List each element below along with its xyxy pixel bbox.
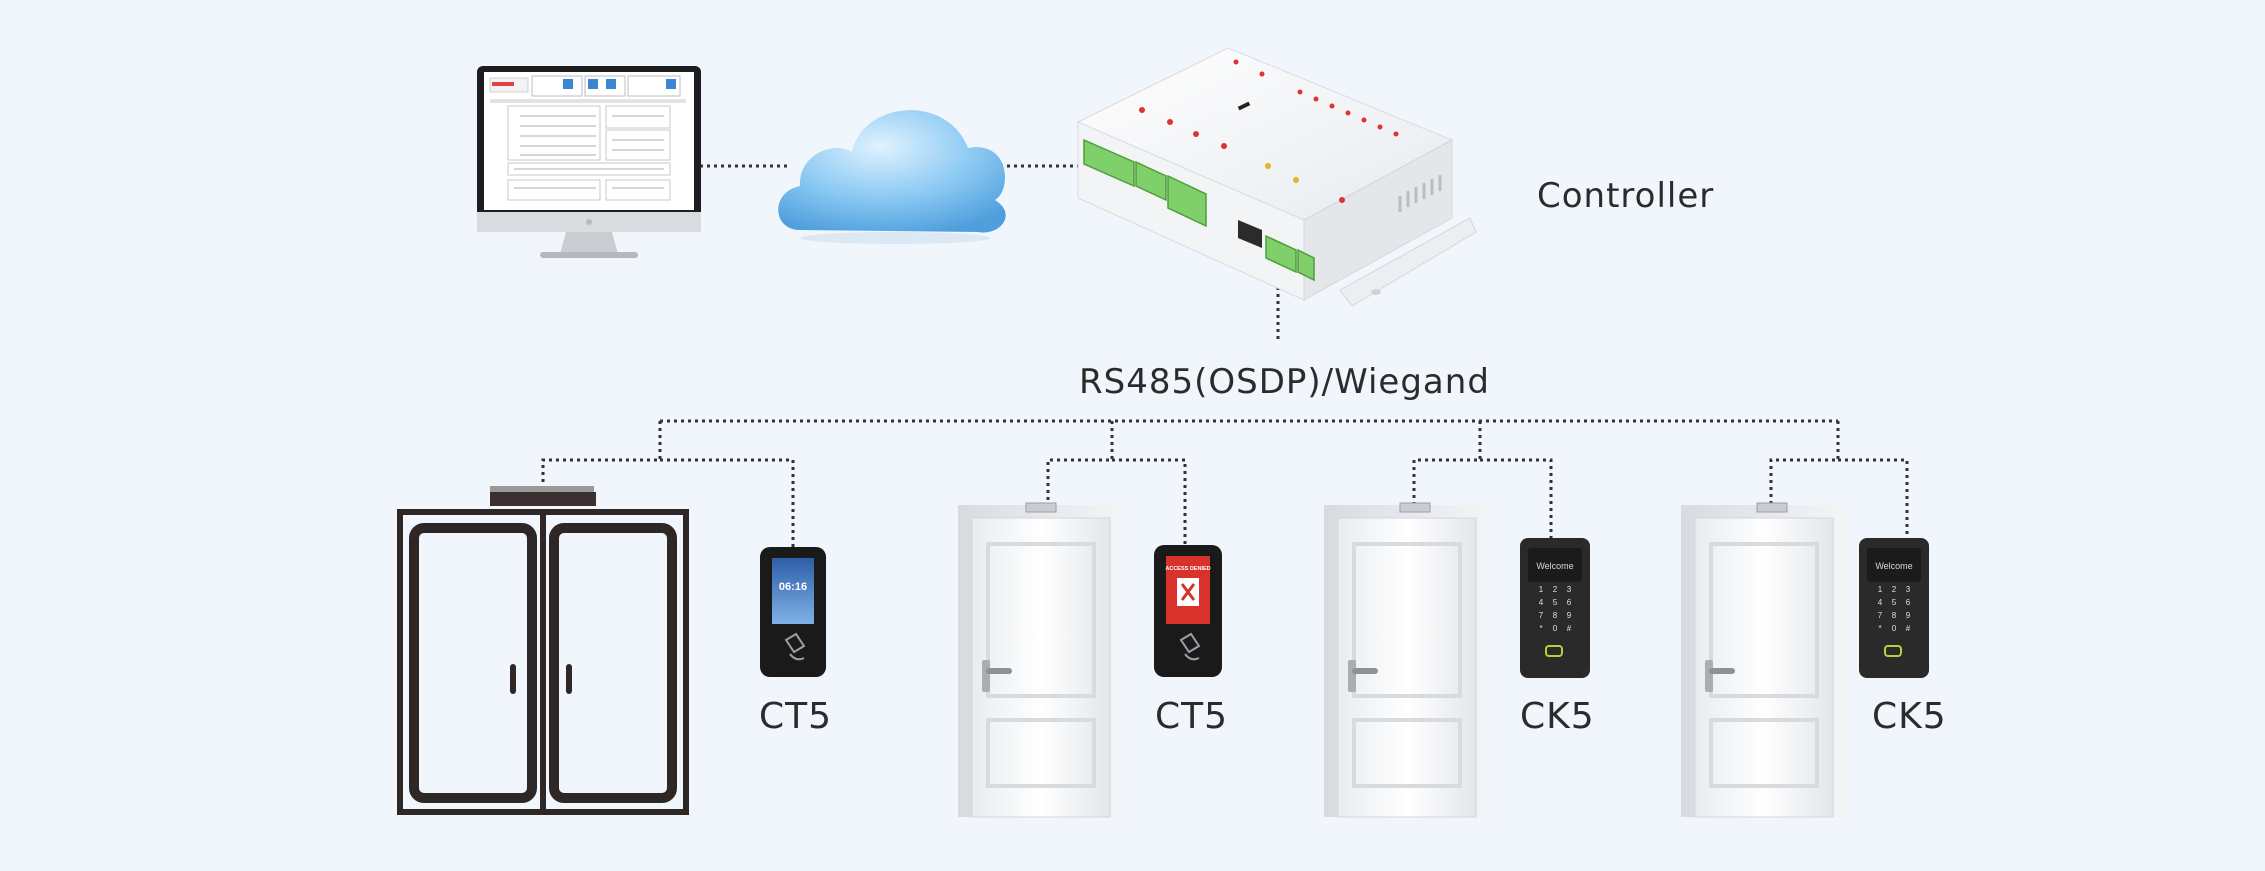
keypad-key: 1 (1878, 585, 1883, 594)
keypad-key: 4 (1539, 598, 1544, 607)
reader-ct5-1: 06:16 (760, 547, 826, 677)
drop-reader-2 (1112, 458, 1187, 546)
keypad-key: 0 (1892, 624, 1897, 633)
drop-door-1 (541, 421, 662, 492)
drop-door-2 (1046, 421, 1114, 505)
reader-3-screen-text: Welcome (1536, 561, 1573, 571)
connection-lines (541, 164, 1909, 548)
drop-reader-1 (660, 458, 795, 548)
ethernet-port-icon (1238, 220, 1262, 248)
double-door (397, 486, 689, 815)
controller-device (1076, 47, 1477, 307)
card-reader-icon (1884, 645, 1902, 657)
keypad-key: 6 (1567, 598, 1572, 607)
reader-1-model-label: CT5 (759, 696, 833, 737)
drop-door-4 (1769, 421, 1840, 505)
reader-4-screen-text: Welcome (1875, 561, 1912, 571)
keypad-key: 2 (1553, 585, 1558, 594)
reader-1-screen-text: 06:16 (779, 581, 807, 593)
keypad-key: 8 (1553, 611, 1558, 620)
computer-monitor (477, 66, 701, 258)
reader-4-model-label: CK5 (1872, 696, 1947, 737)
reader-ct5-2: ACCESS DENIED (1154, 545, 1222, 677)
software-window-icon (489, 75, 686, 201)
keypad-key: 9 (1567, 611, 1572, 620)
bus-protocol-label: RS485(OSDP)/Wiegand (1079, 362, 1490, 402)
keypad-key: 4 (1878, 598, 1883, 607)
keypad-key: * (1539, 624, 1542, 633)
controller-label: Controller (1537, 176, 1715, 216)
terminal-blocks (1083, 138, 1315, 282)
drop-reader-3 (1480, 458, 1553, 540)
drop-door-3 (1412, 421, 1482, 505)
door-3 (1324, 502, 1490, 818)
keypad-key: 0 (1553, 624, 1558, 633)
door-2 (958, 502, 1124, 818)
reader-3-model-label: CK5 (1520, 696, 1595, 737)
card-reader-icon (1545, 645, 1563, 657)
keypad-key: # (1567, 624, 1572, 633)
keypad-key: 5 (1553, 598, 1558, 607)
reader-2-screen-text: ACCESS DENIED (1165, 566, 1210, 572)
keypad-key: 6 (1906, 598, 1911, 607)
keypad-key: 5 (1892, 598, 1897, 607)
cloud-icon (778, 110, 1006, 244)
denied-x-icon (1180, 583, 1196, 601)
keypad-key: 7 (1878, 611, 1883, 620)
keypad-key: 1 (1539, 585, 1544, 594)
keypad-key: 8 (1892, 611, 1897, 620)
keypad-key: 9 (1906, 611, 1911, 620)
drop-reader-4 (1838, 458, 1909, 540)
card-tap-icon (1179, 632, 1201, 661)
keypad-key: 7 (1539, 611, 1544, 620)
door-4 (1681, 502, 1847, 818)
keypad-key: # (1906, 624, 1911, 633)
keypad-key: * (1878, 624, 1881, 633)
card-tap-icon (784, 632, 806, 661)
keypad-key: 2 (1892, 585, 1897, 594)
keypad-key: 3 (1906, 585, 1911, 594)
keypad-key: 3 (1567, 585, 1572, 594)
reader-2-model-label: CT5 (1155, 696, 1229, 737)
